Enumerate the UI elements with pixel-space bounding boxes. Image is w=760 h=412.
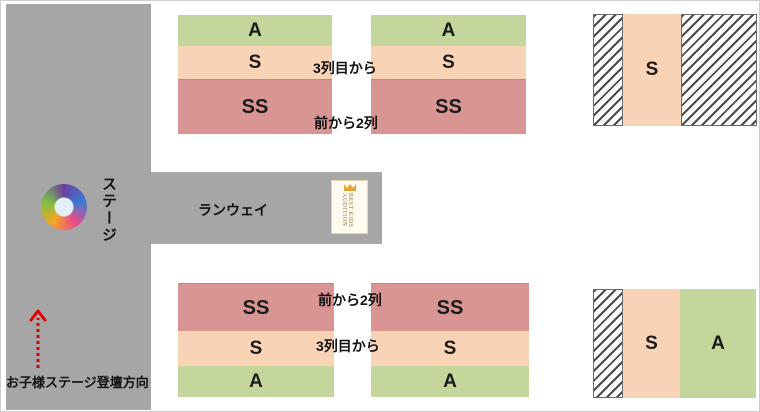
row-note: 3列目から: [313, 60, 377, 76]
seat-block-ss: SS: [178, 79, 332, 134]
row-note: 前から2列: [314, 115, 378, 131]
seat-block-s: S: [623, 289, 680, 398]
seat-block-s: S: [371, 46, 526, 79]
seat-block-a: A: [371, 15, 526, 46]
seat-block-s: S: [178, 46, 332, 79]
seat-block-a: A: [680, 289, 756, 398]
row-note: 前から2列: [318, 292, 382, 308]
seat-block-a: A: [371, 366, 529, 397]
kids-stage-direction-label: お子様ステージ登壇方向: [6, 375, 149, 390]
seat-block-a: A: [178, 366, 334, 397]
seat-block-ss: SS: [371, 283, 529, 332]
stage-logo-icon: [41, 184, 87, 230]
row-note: 3列目から: [316, 338, 380, 354]
stage-label: ステージ: [100, 176, 117, 244]
seat-block-s: S: [623, 14, 681, 126]
seat-block-ss: SS: [178, 283, 334, 332]
hatched-area: [593, 14, 623, 126]
seat-block-s: S: [178, 331, 334, 366]
up-arrow-icon: [29, 309, 47, 368]
runway-logo-text: BEST KIDS AUDITION: [341, 193, 353, 228]
hatched-area: [593, 289, 623, 398]
runway-logo: BEST KIDS AUDITION: [331, 180, 368, 234]
seat-block-ss: SS: [371, 79, 526, 134]
crown-icon: [344, 184, 356, 191]
runway-label: ランウェイ: [198, 202, 268, 218]
seat-block-a: A: [178, 15, 332, 46]
seat-block-s: S: [371, 331, 529, 366]
hatched-area: [681, 14, 757, 126]
